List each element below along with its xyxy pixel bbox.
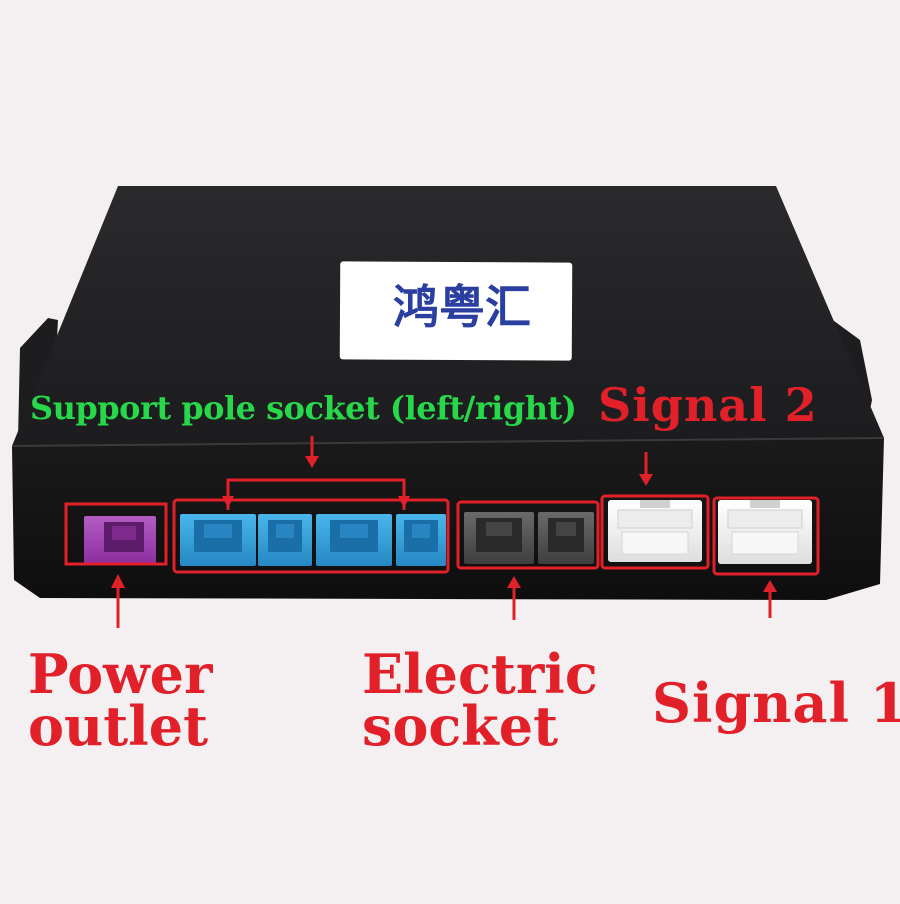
signal-2-highlight bbox=[600, 494, 710, 570]
power-connector bbox=[84, 516, 156, 564]
brand-sticker bbox=[339, 261, 573, 361]
brand-sticker-text: 鸿粤汇 bbox=[393, 280, 531, 334]
power-outlet-label: Power outlet bbox=[28, 642, 213, 758]
signal-2-connector bbox=[608, 500, 702, 562]
support-pole-bracket bbox=[226, 478, 406, 510]
support-pole-socket-label: Support pole socket (left/right) bbox=[30, 389, 577, 427]
signal-1-connector bbox=[718, 500, 812, 564]
signal-1-label: Signal 1 bbox=[652, 671, 900, 735]
support-pole-connectors bbox=[180, 514, 446, 566]
electric-socket-highlight bbox=[456, 500, 600, 570]
support-pole-highlight bbox=[172, 498, 450, 574]
signal-1-highlight bbox=[712, 496, 820, 576]
electric-connectors bbox=[464, 512, 594, 564]
electric-socket-label: Electric socket bbox=[362, 642, 598, 758]
power-outlet-highlight bbox=[64, 502, 168, 566]
signal-2-label: Signal 2 bbox=[598, 378, 818, 432]
